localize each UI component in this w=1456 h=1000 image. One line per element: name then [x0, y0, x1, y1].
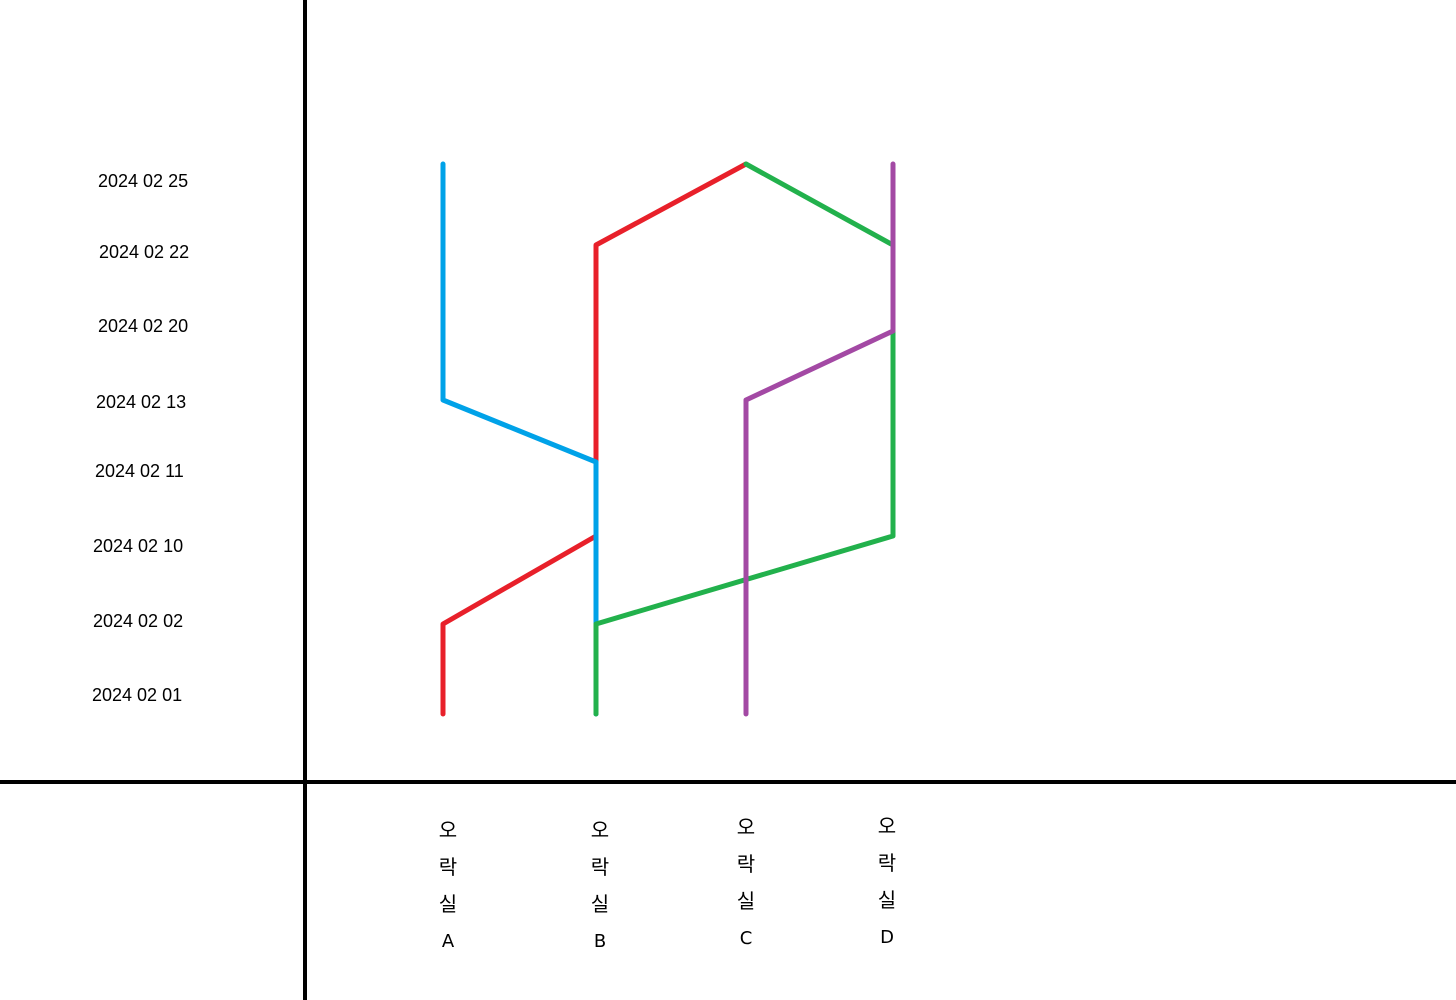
- date-label: 2024 02 02: [93, 611, 184, 631]
- room-char: 실: [438, 892, 458, 916]
- movement-path-4: [743, 161, 896, 717]
- date-label: 2024 02 13: [96, 392, 187, 412]
- room-label-a: 오 락 실 A: [428, 812, 468, 960]
- date-label: 2024 02 22: [99, 242, 190, 262]
- room-char: 오: [877, 814, 897, 838]
- date-label: 2024 02 10: [93, 536, 184, 556]
- movement-path-3: [593, 161, 896, 717]
- date-label: 2024 02 25: [98, 171, 189, 191]
- room-char: 락: [877, 851, 897, 875]
- room-char: 오: [590, 818, 610, 842]
- room-char: 오: [736, 815, 756, 839]
- room-char: 실: [590, 892, 610, 916]
- room-letter: B: [593, 931, 607, 952]
- room-label-b: 오 락 실 B: [580, 812, 620, 960]
- room-char: 락: [736, 852, 756, 876]
- room-letter: D: [880, 927, 894, 948]
- room-char: 실: [877, 888, 897, 912]
- room-letter: C: [739, 928, 753, 949]
- room-label-d: 오 락 실 D: [867, 808, 907, 956]
- room-label-c: 오 락 실 C: [726, 809, 766, 957]
- room-char: 락: [590, 855, 610, 879]
- room-letter: A: [441, 931, 455, 952]
- movement-path-2: [440, 161, 599, 717]
- room-char: 오: [438, 818, 458, 842]
- date-label: 2024 02 11: [95, 461, 184, 481]
- date-label: 2024 02 01: [92, 685, 183, 705]
- date-label: 2024 02 20: [98, 316, 189, 336]
- room-char: 실: [736, 889, 756, 913]
- room-char: 락: [438, 855, 458, 879]
